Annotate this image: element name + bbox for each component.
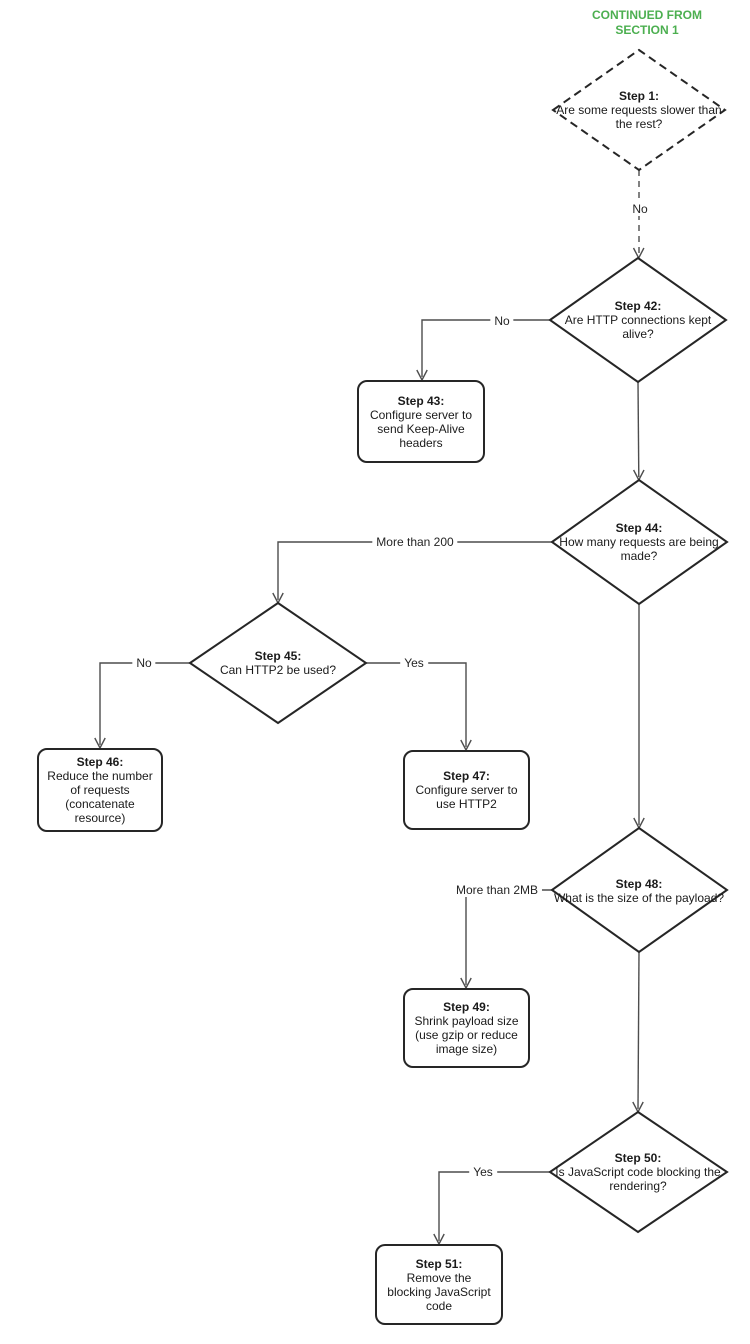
edge-step44-to-step48 (633, 604, 645, 830)
edge-label-step1-no: No (628, 202, 652, 216)
edge-label-more-than-200: More than 200 (372, 535, 458, 549)
decision-step48-shape (550, 826, 729, 954)
decision-step1-shape (551, 48, 727, 172)
edge-step44-to-step45 (272, 541, 552, 605)
decision-step42: Step 42: Are HTTP connections kept alive… (548, 290, 728, 350)
edge-step45-to-step47 (366, 662, 472, 752)
step48-title: Step 48: (615, 877, 663, 891)
step45-question: Can HTTP2 be used? (219, 663, 337, 677)
step44-title: Step 44: (615, 521, 663, 535)
step50-title: Step 50: (614, 1151, 662, 1165)
decision-step50-shape (548, 1110, 729, 1234)
decision-step48: Step 48: What is the size of the payload… (547, 868, 731, 914)
step49-title: Step 49: (443, 1000, 490, 1014)
step43-text: Configure server to send Keep-Alive head… (369, 407, 473, 450)
edge-step48-to-step50 (632, 951, 644, 1114)
edge-label-step45-yes: Yes (400, 656, 428, 670)
decision-step45-shape (188, 601, 368, 725)
continued-from-header: CONTINUED FROM SECTION 1 (592, 8, 702, 38)
step43-title: Step 43: (397, 393, 445, 408)
step48-question: What is the size of the payload? (553, 891, 725, 905)
edge-step48-to-step49 (460, 889, 552, 990)
step51-title: Step 51: (415, 1256, 463, 1271)
continued-from-line2: SECTION 1 (615, 23, 679, 37)
step46-text: Reduce the number of requests (concatena… (47, 769, 153, 825)
step46-title: Step 46: (76, 755, 124, 769)
step1-question: Are some requests slower than the rest? (556, 103, 722, 131)
process-step46: Step 46: Reduce the number of requests (… (37, 748, 163, 832)
step51-text: Remove the blocking JavaScript code (387, 1270, 491, 1313)
continued-from-line1: CONTINUED FROM (592, 8, 702, 22)
decision-step50: Step 50: Is JavaScript code blocking the… (548, 1142, 728, 1202)
process-step49: Step 49: Shrink payload size (use gzip o… (403, 988, 530, 1068)
step42-title: Step 42: (614, 299, 662, 313)
step49-text: Shrink payload size (use gzip or reduce … (414, 1014, 519, 1056)
process-step51: Step 51: Remove the blocking JavaScript … (375, 1244, 503, 1325)
decision-step45: Step 45: Can HTTP2 be used? (188, 640, 368, 686)
step42-question: Are HTTP connections kept alive? (564, 313, 712, 341)
step44-question: How many requests are being made? (559, 535, 719, 563)
decision-step1: Step 1: Are some requests slower than th… (549, 80, 729, 140)
edge-label-more-than-2mb: More than 2MB (451, 883, 543, 897)
edge-step45-to-step46 (94, 662, 190, 750)
step47-text: Configure server to use HTTP2 (415, 783, 518, 811)
step1-title: Step 1: (618, 89, 659, 103)
step50-question: Is JavaScript code blocking the renderin… (555, 1165, 721, 1193)
edge-step42-to-step43 (416, 319, 550, 382)
edge-label-step42-no: No (490, 314, 514, 328)
edge-step50-to-step51 (433, 1171, 550, 1246)
step47-title: Step 47: (443, 769, 490, 783)
process-step43: Step 43: Configure server to send Keep-A… (357, 380, 485, 463)
decision-step44-shape (550, 478, 729, 606)
edge-step42-to-step44 (632, 381, 645, 482)
process-step47: Step 47: Configure server to use HTTP2 (403, 750, 530, 830)
decision-step44: Step 44: How many requests are being mad… (549, 512, 729, 572)
decision-step42-shape (548, 256, 728, 384)
edge-label-step50-yes: Yes (469, 1165, 497, 1179)
step45-title: Step 45: (254, 649, 302, 663)
edge-label-step45-no: No (132, 656, 156, 670)
